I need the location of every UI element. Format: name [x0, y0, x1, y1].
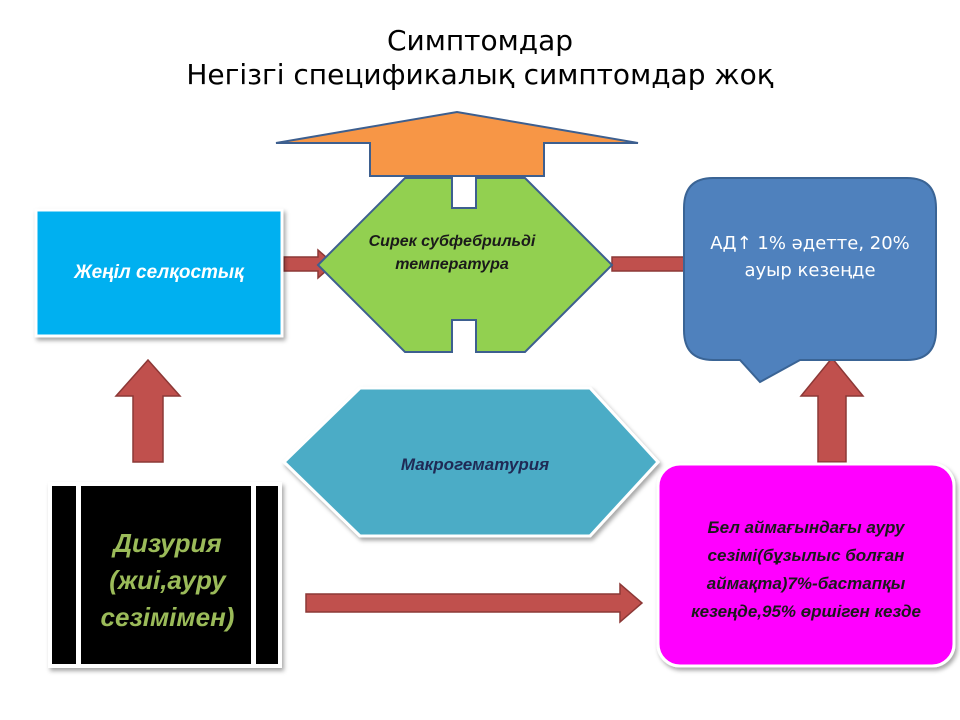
fever-double-arrow — [316, 177, 614, 353]
page-subtitle: Негізгі спецификалық симптомдар жоқ — [186, 58, 774, 91]
arrow-fever-to-bp — [611, 256, 687, 272]
page-title: Симптомдар — [386, 24, 574, 57]
lumbar-pain-box — [656, 462, 956, 668]
macrohematuria-hexagon — [281, 386, 661, 538]
macrohematuria-label: Макрогематурия — [400, 455, 550, 474]
bp-callout — [683, 177, 937, 384]
arrow-dysuria-to-lumbar — [305, 582, 644, 624]
up-arrow-shape — [275, 110, 639, 177]
dysuria-box — [48, 482, 282, 668]
arrow-lumbar-to-bp — [799, 356, 865, 463]
dysuria-label: Дизурия (жиі,ауру сезімімен) — [100, 527, 235, 632]
chills-box — [34, 208, 284, 338]
chills-label: Жеңіл селқостық — [74, 262, 244, 283]
arrow-dysuria-to-chills — [114, 358, 182, 463]
lumbar-pain-label: Бел аймағындағы ауру сезімі(бұзылыс болғ… — [691, 518, 921, 621]
blood-pressure-label: АД↑ 1% әдетте, 20% ауыр кезеңде — [710, 233, 910, 281]
fever-label: Сирек субфебрильді температура — [368, 233, 536, 273]
